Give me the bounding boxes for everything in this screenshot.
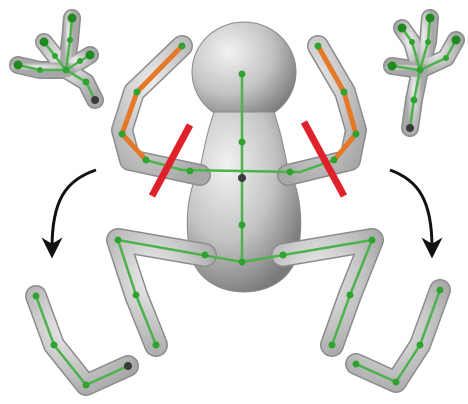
right-curved-arrow xyxy=(390,170,432,248)
left-leg-attached xyxy=(118,240,205,345)
detached-right-hand xyxy=(388,14,461,133)
root-joint xyxy=(238,174,246,182)
right-leg-attached xyxy=(283,240,372,345)
detached-right-limb xyxy=(353,287,444,386)
detached-left-limb xyxy=(33,293,133,389)
left-curved-arrow xyxy=(52,170,96,248)
detached-left-hand xyxy=(14,14,100,105)
